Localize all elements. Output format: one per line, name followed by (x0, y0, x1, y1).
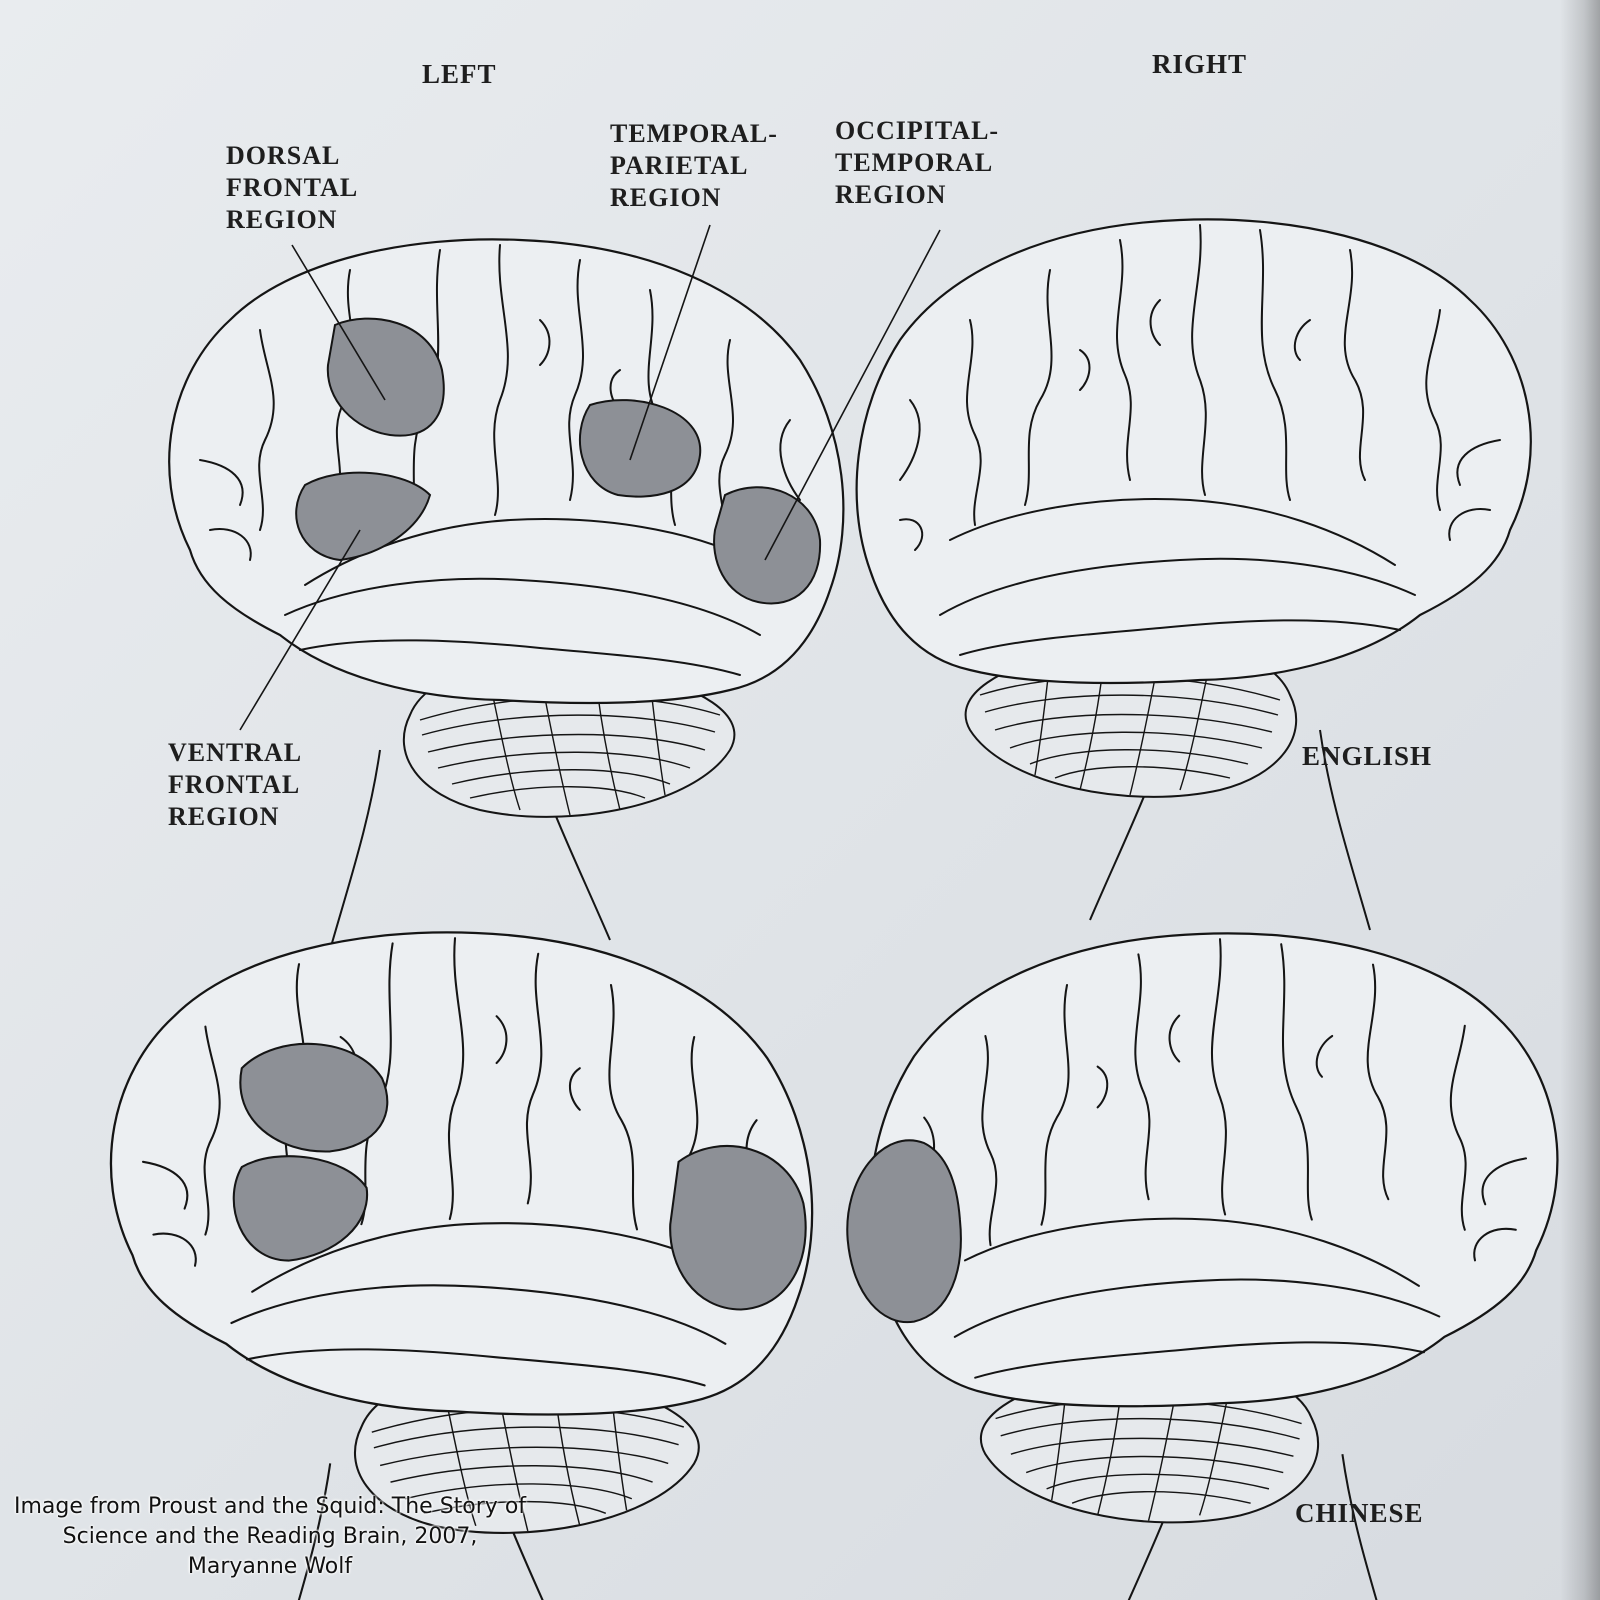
ventral-frontal-region-label: VENTRAL FRONTAL REGION (168, 738, 303, 831)
ventral-frontal-region-highlight (232, 1155, 369, 1262)
dorsal-frontal-region-highlight (239, 1042, 389, 1153)
occipital-temporal-region-highlight (846, 1139, 962, 1324)
ventral-frontal-leader (239, 529, 361, 731)
temporal-parietal-region-highlight (578, 399, 702, 498)
dorsal-frontal-region-highlight (326, 317, 445, 437)
ventral-frontal-region-highlight (295, 471, 432, 562)
brain-chinese-left (109, 931, 814, 1600)
english-row-label: ENGLISH (1302, 741, 1433, 771)
dorsal-frontal-region-label: DORSAL FRONTAL REGION (226, 141, 359, 234)
page-edge-shadow (1560, 0, 1600, 1600)
occipital-temporal-region-highlight (713, 486, 822, 605)
temporal-parietal-region-label: TEMPORAL- PARIETAL REGION (610, 119, 778, 212)
right-hemisphere-label: RIGHT (1152, 49, 1248, 79)
brain-english-right (855, 218, 1532, 932)
brain-chinese-right (846, 932, 1559, 1600)
image-credit-caption: Image from Proust and the Squid: The Sto… (13, 1494, 527, 1579)
occipital-temporal-leader (764, 229, 941, 561)
temporal-parietal-leader (629, 224, 711, 461)
left-hemisphere-label: LEFT (422, 59, 497, 89)
brain-english-left (168, 238, 845, 952)
occipital-temporal-region-label: OCCIPITAL- TEMPORAL REGION (835, 116, 1000, 209)
chinese-row-label: CHINESE (1295, 1498, 1424, 1528)
occipital-temporal-region-highlight (669, 1145, 807, 1311)
dorsal-frontal-leader (291, 244, 386, 401)
